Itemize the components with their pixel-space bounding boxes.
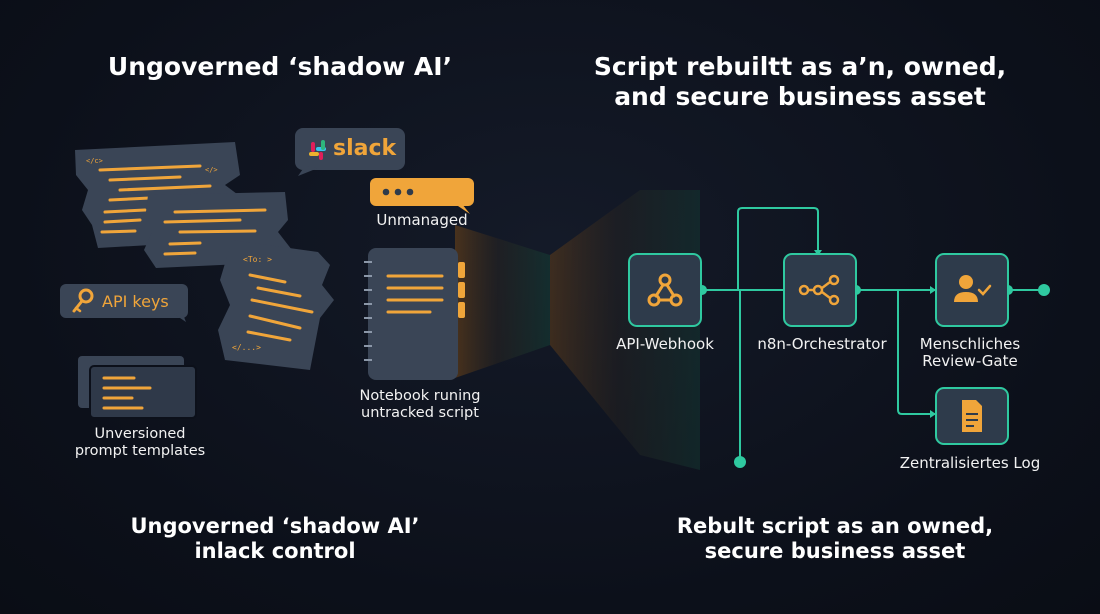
left-footer-line2: inlack control xyxy=(194,539,356,564)
chat-bubble-icon xyxy=(370,178,474,214)
notebook-label: Notebook runing untracked script xyxy=(330,388,510,421)
templates-label: Unversioned prompt templates xyxy=(50,426,230,459)
review-gate-label: Menschliches Review-Gate xyxy=(900,335,1040,371)
document-icon xyxy=(962,400,982,432)
left-footer: Ungoverned ‘shadow AI’ inlack control xyxy=(60,514,490,564)
n8n-orchestrator-node[interactable] xyxy=(783,253,857,327)
svg-text:</>: </> xyxy=(205,166,218,174)
review-gate-label-line2: Review-Gate xyxy=(922,352,1018,371)
right-title-line2: and secure business asset xyxy=(614,82,986,111)
review-gate-label-line1: Menschliches xyxy=(919,335,1021,353)
notebook-label-line2: untracked script xyxy=(361,404,479,421)
log-label: Zentralisiertes Log xyxy=(899,454,1041,472)
code-snippet-paper-3: <To: > </...> xyxy=(218,240,334,370)
templates-label-line2: prompt templates xyxy=(74,442,206,459)
api-keys-label: API keys xyxy=(102,292,169,311)
right-footer: Rebult script as an owned, secure busine… xyxy=(600,514,1070,564)
svg-text:</c>: </c> xyxy=(86,157,103,165)
transformation-beam xyxy=(455,190,700,470)
key-icon xyxy=(72,288,94,313)
unmanaged-label: Unmanaged xyxy=(376,211,468,229)
prompt-templates-stack xyxy=(78,356,197,419)
slack-chat-bubble xyxy=(295,128,405,176)
right-footer-line1: Rebult script as an owned, xyxy=(676,514,994,538)
templates-label-line1: Unversioned xyxy=(94,426,186,442)
share-icon xyxy=(798,274,840,306)
slack-label: slack xyxy=(333,136,397,161)
user-check-icon xyxy=(954,275,992,302)
notebook-label-line1: Notebook runing xyxy=(359,388,481,404)
api-webhook-node[interactable] xyxy=(628,253,702,327)
webhook-icon xyxy=(647,273,683,307)
api-webhook-label: API-Webhook xyxy=(616,335,714,353)
human-review-gate-node[interactable] xyxy=(935,253,1009,327)
api-keys-chip xyxy=(60,284,188,322)
notebook-icon xyxy=(364,248,465,380)
right-title-line1: Script rebuiltt as a’n, owned, xyxy=(593,52,1007,81)
svg-text:</...>: </...> xyxy=(232,343,261,352)
left-title: Ungoverned ‘shadow AI’ xyxy=(107,52,453,81)
left-footer-line1: Ungoverned ‘shadow AI’ xyxy=(130,514,420,538)
centralized-log-node[interactable] xyxy=(935,387,1009,445)
orchestrator-label: n8n-Orchestrator xyxy=(757,335,887,353)
right-footer-line2: secure business asset xyxy=(704,539,966,564)
svg-text:<To: >: <To: > xyxy=(243,255,272,264)
right-title: Script rebuiltt as a’n, owned, and secur… xyxy=(580,52,1020,112)
slack-icon xyxy=(309,140,326,160)
